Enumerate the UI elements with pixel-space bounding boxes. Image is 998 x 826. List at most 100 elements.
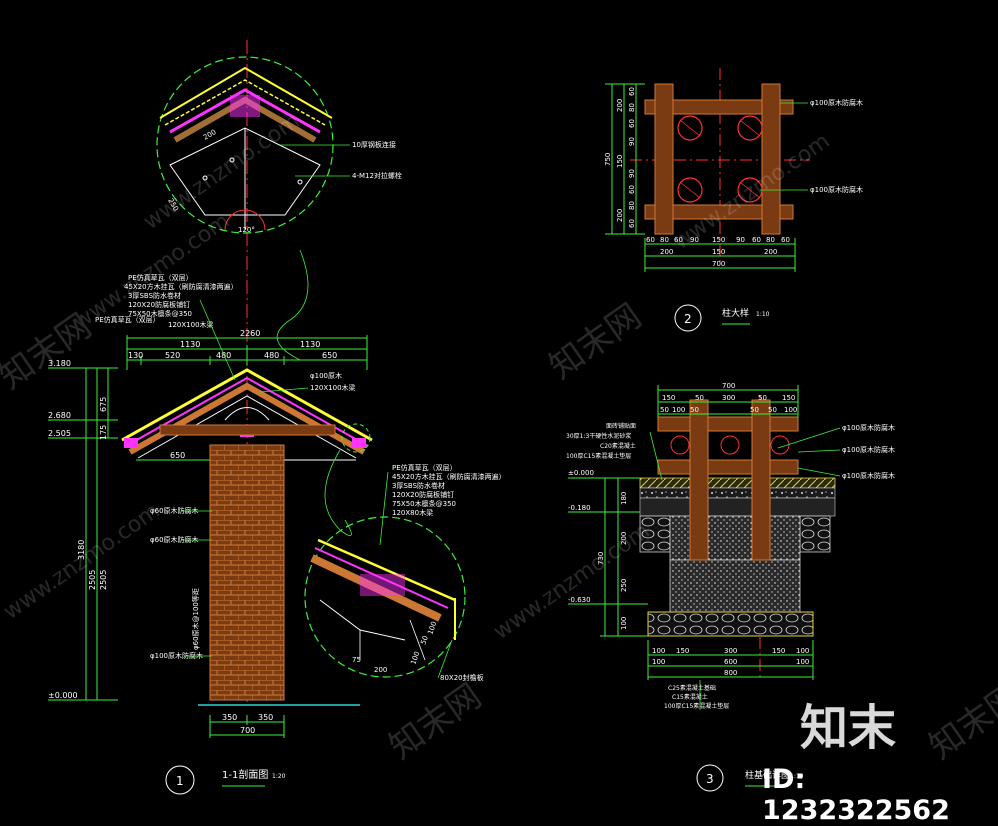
v3-tdim-5: 150 xyxy=(782,394,795,402)
v2-ldim-0: 200 xyxy=(616,99,624,112)
view2-column-detail: 200 60 80 60 90 150 90 60 80 60 200 750 … xyxy=(604,68,863,332)
v1-title: 1-1剖面图 xyxy=(222,768,268,781)
wm-brand-2: 知末网 xyxy=(542,296,648,387)
v1-dim-520: 520 xyxy=(165,351,180,360)
v3-tdim-11: 100 xyxy=(784,406,797,414)
v2-scale: 1:10 xyxy=(756,311,770,318)
td-label-plate: 10厚钢板连接 xyxy=(352,140,396,149)
v1-label-beam: 120X100木梁 xyxy=(310,383,356,392)
v2-bdim-2: 60 xyxy=(674,236,683,244)
svg-text:120X20防腐板铺钉: 120X20防腐板铺钉 xyxy=(128,300,190,309)
v3-bdim-7: 100 xyxy=(796,658,809,666)
v2-number: 2 xyxy=(684,312,692,326)
v1-dim-130: 130 xyxy=(128,351,143,360)
v2-bdim-8: 60 xyxy=(781,236,790,244)
ed-label-4: 75X50木檩条@350 xyxy=(392,499,456,508)
ed-label-3: 120X20防腐板铺钉 xyxy=(392,490,454,499)
wm-brand-1: 知末网 xyxy=(0,306,99,397)
v3-blayer-0: C25素混凝土基础 xyxy=(668,684,716,692)
v1-roof-labels: PE仿真草瓦（双层） 45X20方木挂瓦（刷防腐清漆两遍） 3厚SBS防水卷材 … xyxy=(95,273,238,329)
v2-ldim-7: 60 xyxy=(628,185,636,194)
v1-level-lines xyxy=(48,367,118,701)
v2-bdim-1: 80 xyxy=(660,236,669,244)
v2-bdim-12: 700 xyxy=(712,260,725,268)
v1-level-2680: 2.680 xyxy=(48,411,71,420)
v3-label-0: φ100原木防腐木 xyxy=(842,423,895,432)
v3-ldim-180: 180 xyxy=(620,492,628,505)
v1-bdim-350b: 350 xyxy=(258,713,273,722)
v2-bdim-3: 90 xyxy=(690,236,699,244)
v1-label-log-100: φ100原木 xyxy=(310,371,342,380)
v2-ldim-11: 750 xyxy=(604,153,612,166)
v3-bdim-2: 300 xyxy=(724,647,737,655)
v2-ldim-5: 150 xyxy=(616,155,624,168)
v3-tdim-6: 50 xyxy=(660,406,669,414)
v1-bdim-350a: 350 xyxy=(222,713,237,722)
v3-tdim-10: 50 xyxy=(768,406,777,414)
v2-label-0: φ100原木防腐木 xyxy=(810,98,863,107)
v2-bdim-7: 80 xyxy=(766,236,775,244)
v1-ldim-175: 175 xyxy=(99,425,108,440)
v1-dim-eave-650: 650 xyxy=(170,451,185,460)
v1-scale: 1:20 xyxy=(272,773,286,780)
view1-dims-top xyxy=(126,335,368,461)
v2-bdim-10: 150 xyxy=(712,248,725,256)
v3-bdim-4: 100 xyxy=(796,647,809,655)
td-dim-200: 200 xyxy=(202,128,218,142)
v1-dim-650: 650 xyxy=(322,351,337,360)
v2-ldim-8: 80 xyxy=(628,201,636,210)
v3-bdim-1: 150 xyxy=(676,647,689,655)
ed-label-0: PE仿真草瓦（双层） xyxy=(392,463,457,472)
eave-detail-circle xyxy=(304,516,466,678)
v3-tdim-7: 100 xyxy=(672,406,685,414)
v2-bdim-4: 150 xyxy=(712,236,725,244)
v2-bdim-9: 200 xyxy=(660,248,673,256)
svg-text:45X20方木挂瓦（刷防腐清漆两遍）: 45X20方木挂瓦（刷防腐清漆两遍） xyxy=(124,282,238,291)
v1-ldim-3180: 3180 xyxy=(77,540,86,560)
v2-bdim-0: 60 xyxy=(646,236,655,244)
v2-number-circle xyxy=(674,304,702,332)
v3-blayer-1: C15素混凝土 xyxy=(672,693,708,701)
v3-tdim-1: 150 xyxy=(662,394,675,402)
v2-ldim-10: 200 xyxy=(616,209,624,222)
v1-bdim-700: 700 xyxy=(240,726,255,735)
v1-label-vertical: φ60原木@100等距 xyxy=(191,588,200,650)
roof xyxy=(121,368,373,461)
td-label-bolt: 4-M12对拉螺栓 xyxy=(352,171,402,180)
svg-text:PE仿真草瓦（双层）: PE仿真草瓦（双层） xyxy=(128,273,193,282)
v3-tdim-3: 300 xyxy=(722,394,735,402)
v2-bdim-11: 200 xyxy=(764,248,777,256)
v3-layer-1: 30厚1:3干硬性水泥砂浆 xyxy=(566,432,631,440)
top-detail-roof xyxy=(159,66,333,231)
v2-ldim-4: 90 xyxy=(628,137,636,146)
wm-site-4: www.znzmo.com xyxy=(489,519,654,645)
v3-tdim-8: 50 xyxy=(690,406,699,414)
v2-bdim-6: 60 xyxy=(752,236,761,244)
v1-dim-480-right: 480 xyxy=(264,351,279,360)
ed-label-5: 120X80木梁 xyxy=(392,508,433,517)
log-post xyxy=(209,444,285,701)
v3-label-1: φ100原木防腐木 xyxy=(842,445,895,454)
v3-tdim-4: 50 xyxy=(758,394,767,402)
v1-ldim-2505a: 2505 xyxy=(88,570,97,590)
v2-ldim-1: 60 xyxy=(628,87,636,96)
v1-ldim-2505b: 2505 xyxy=(99,570,108,590)
v1-label-log60b: φ60原木防腐木 xyxy=(150,535,199,544)
ed-label-6: 80X20封檐板 xyxy=(440,673,484,682)
v3-layer-3: 100厚C15素混凝土垫层 xyxy=(566,452,631,460)
v2-ldim-2: 80 xyxy=(628,103,636,112)
ed-dim-100a: 100 xyxy=(426,620,438,635)
v1-level-000: ±0.000 xyxy=(48,691,78,700)
v1-dim-1130-right: 1130 xyxy=(300,340,320,349)
v3-bdim-0: 100 xyxy=(652,647,665,655)
v2-ldim-3: 60 xyxy=(628,119,636,128)
v3-tdim-0: 700 xyxy=(722,382,735,390)
v3-level-1: -0.180 xyxy=(568,504,591,512)
v1-level-3180: 3.180 xyxy=(48,359,71,368)
v3-title: 柱基础详图 xyxy=(745,769,790,781)
v3-tdim-9: 50 xyxy=(750,406,759,414)
ed-dim-100b: 100 xyxy=(409,650,421,665)
svg-text:3厚SBS防水卷材: 3厚SBS防水卷材 xyxy=(128,291,181,300)
v1-dim-480-left: 480 xyxy=(216,351,231,360)
